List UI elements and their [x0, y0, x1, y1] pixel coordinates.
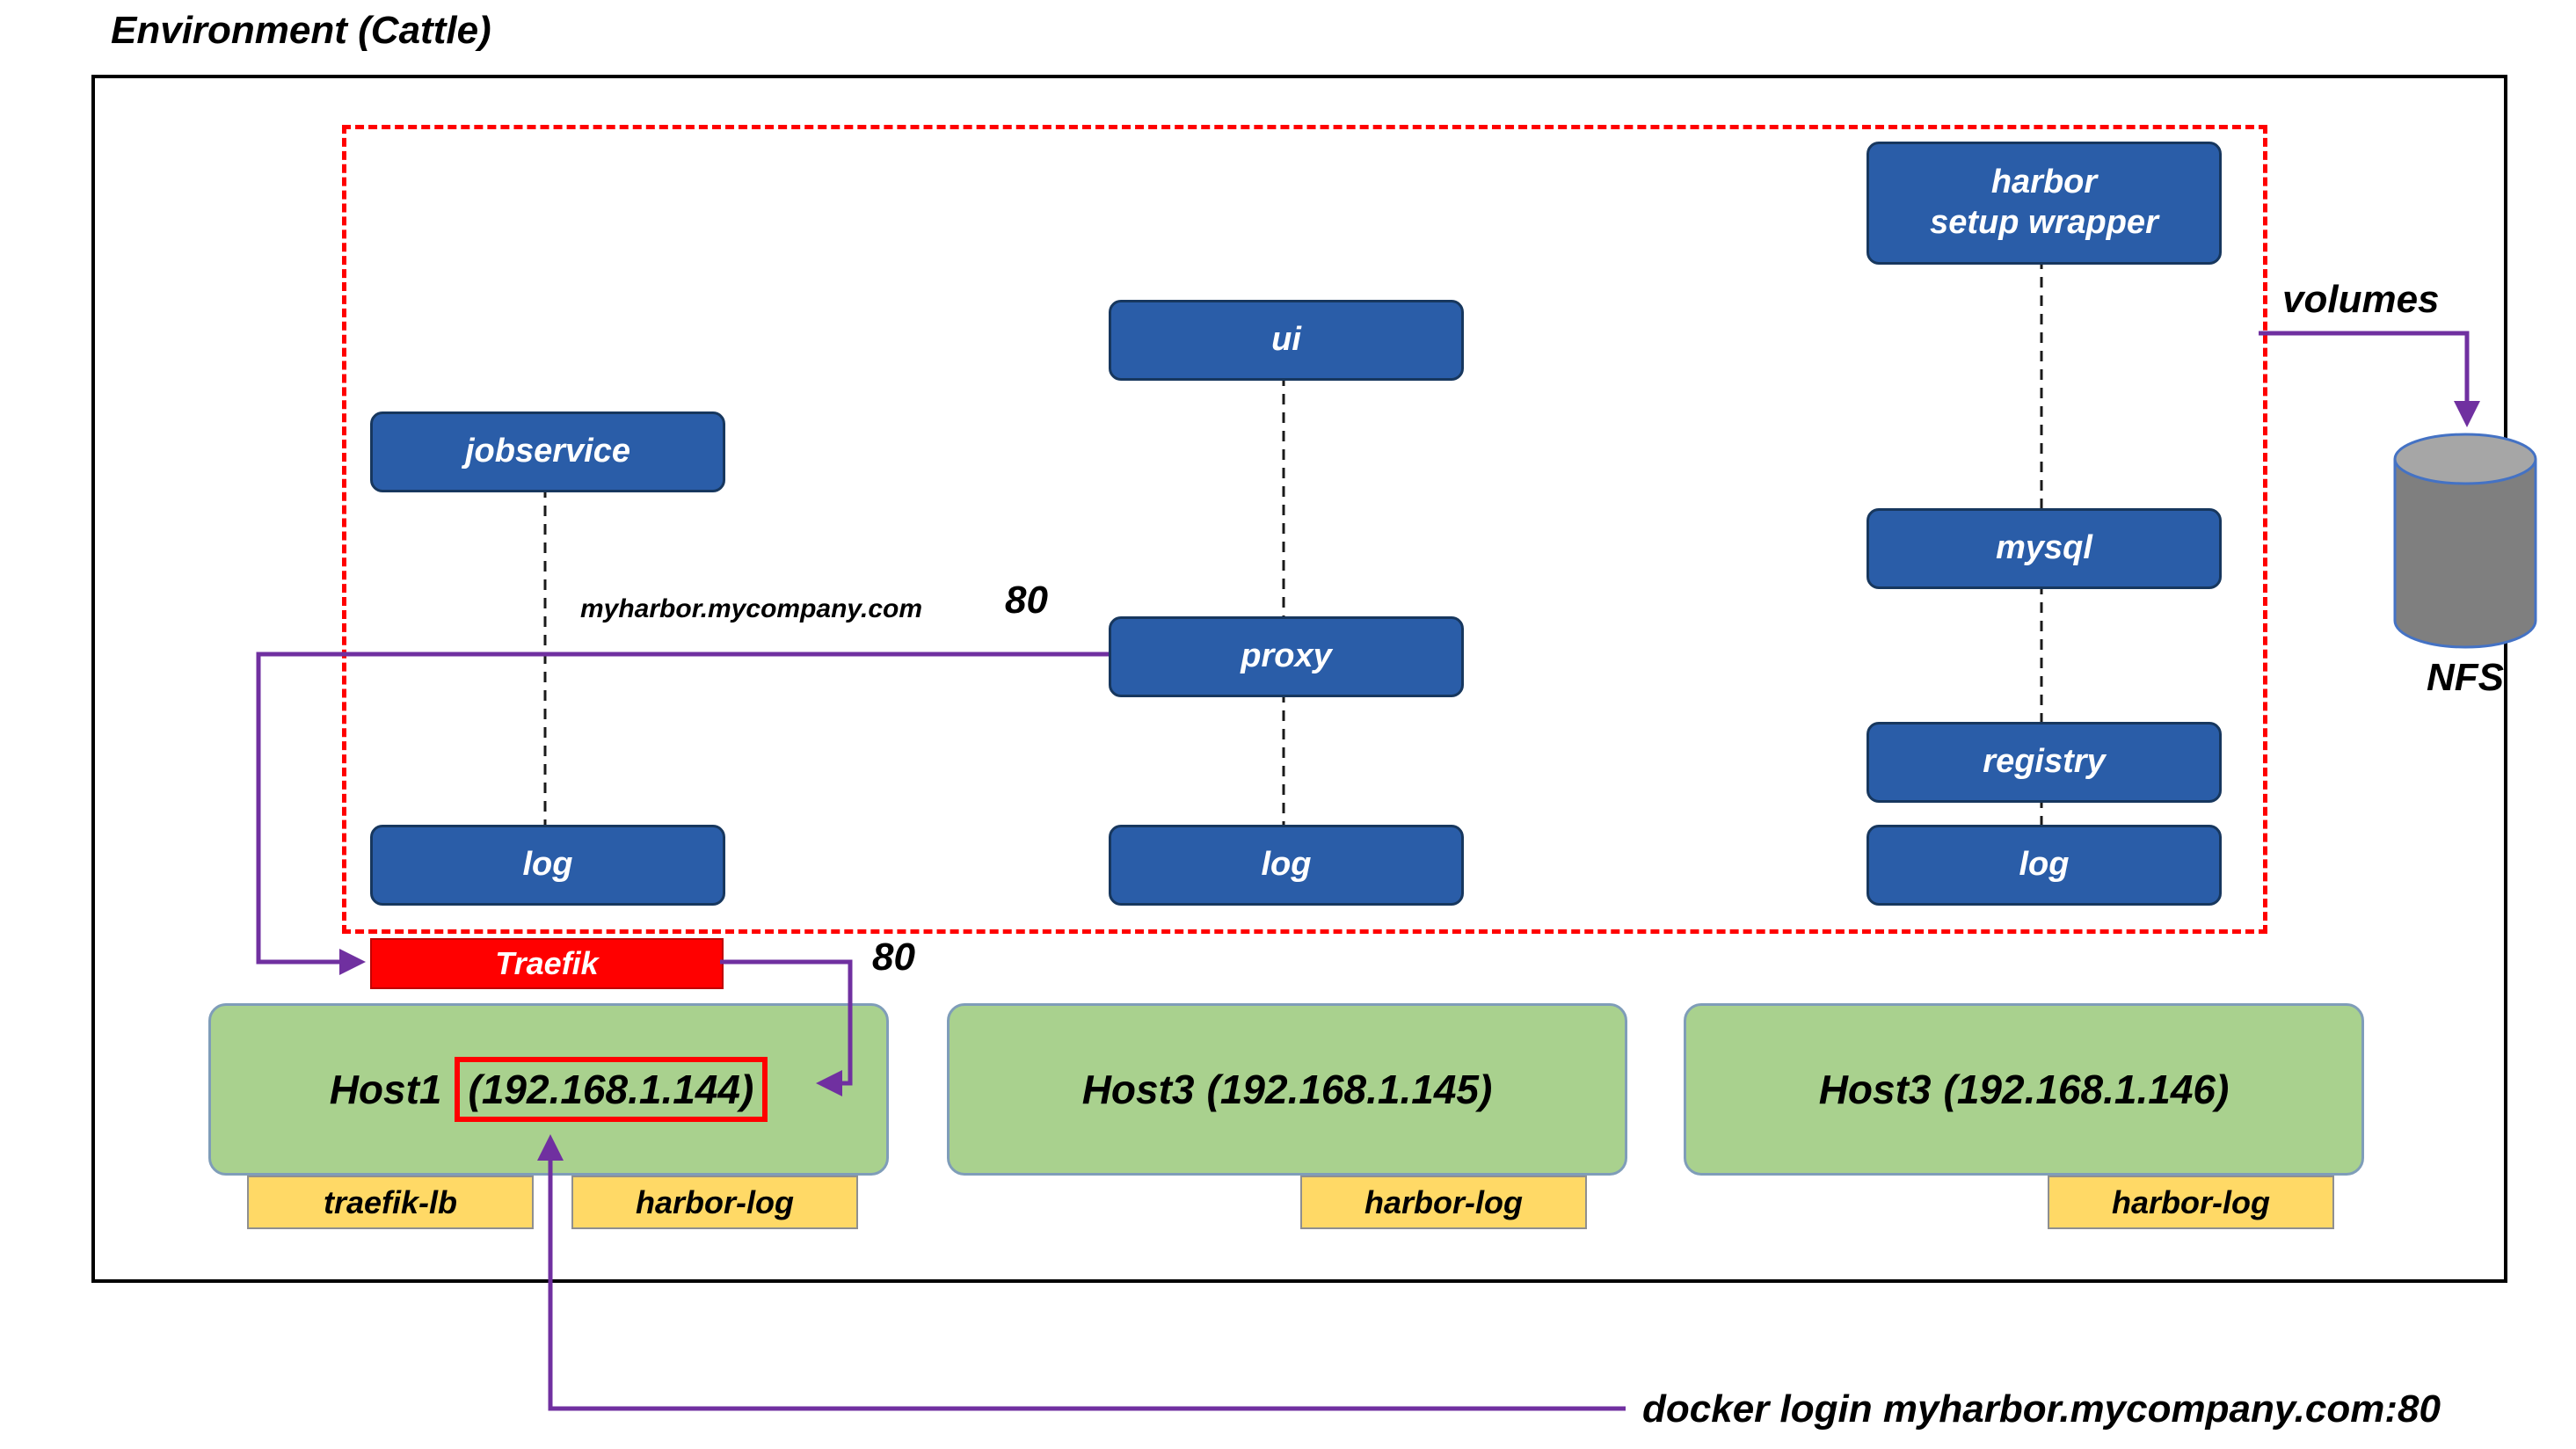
node-log-left-label: log [522, 846, 573, 884]
node-jobservice: jobservice [370, 411, 725, 492]
tag-harbor-log-1: harbor-log [571, 1176, 858, 1229]
node-ui: ui [1109, 300, 1464, 381]
node-registry: registry [1867, 722, 2222, 803]
host-node-2: Host3 (192.168.1.145) [947, 1003, 1627, 1176]
proxy-port-label: 80 [1005, 579, 1048, 622]
host-3-name: Host3 [1818, 1067, 1932, 1112]
docker-login-label: docker login myharbor.mycompany.com:80 [1642, 1387, 2441, 1431]
tag-harbor-log-2: harbor-log [1300, 1176, 1587, 1229]
nfs-label: NFS [2427, 656, 2504, 699]
node-registry-label: registry [1983, 743, 2106, 781]
volumes-label: volumes [2282, 278, 2440, 321]
node-log-middle-label: log [1261, 846, 1312, 884]
node-ui-label: ui [1271, 321, 1301, 359]
host-3-ip: (192.168.1.146) [1943, 1067, 2230, 1112]
tag-harbor-log-3: harbor-log [2048, 1176, 2334, 1229]
host-1-name: Host1 [329, 1067, 442, 1112]
domain-label: myharbor.mycompany.com [580, 594, 923, 623]
host-1-ip-highlighted: (192.168.1.144) [454, 1057, 768, 1122]
host-2-ip: (192.168.1.145) [1206, 1067, 1493, 1112]
node-harbor-setup-wrapper-label-line1: harbor [1990, 164, 2098, 201]
node-harbor-setup-wrapper-label-line2: setup wrapper [1930, 204, 2158, 241]
host-2-name: Host3 [1081, 1067, 1195, 1112]
node-harbor-setup-wrapper: harbor setup wrapper [1867, 142, 2222, 265]
nfs-cylinder-icon [2390, 429, 2541, 659]
node-mysql: mysql [1867, 508, 2222, 589]
host-node-1: Host1 (192.168.1.144) [208, 1003, 889, 1176]
host-node-3: Host3 (192.168.1.146) [1684, 1003, 2364, 1176]
node-log-right-label: log [2019, 846, 2070, 884]
traefik-label: Traefik [495, 945, 599, 981]
node-mysql-label: mysql [1996, 529, 2092, 567]
environment-title: Environment (Cattle) [111, 9, 491, 52]
node-proxy-label: proxy [1241, 637, 1332, 675]
tag-traefik-lb: traefik-lb [247, 1176, 534, 1229]
traefik-port-label: 80 [872, 936, 915, 979]
node-proxy: proxy [1109, 616, 1464, 697]
node-log-left: log [370, 825, 725, 906]
node-log-right: log [1867, 825, 2222, 906]
harbor-services-cluster-boundary [342, 125, 2267, 934]
traefik-node: Traefik [370, 938, 724, 989]
node-log-middle: log [1109, 825, 1464, 906]
node-jobservice-label: jobservice [465, 433, 630, 470]
